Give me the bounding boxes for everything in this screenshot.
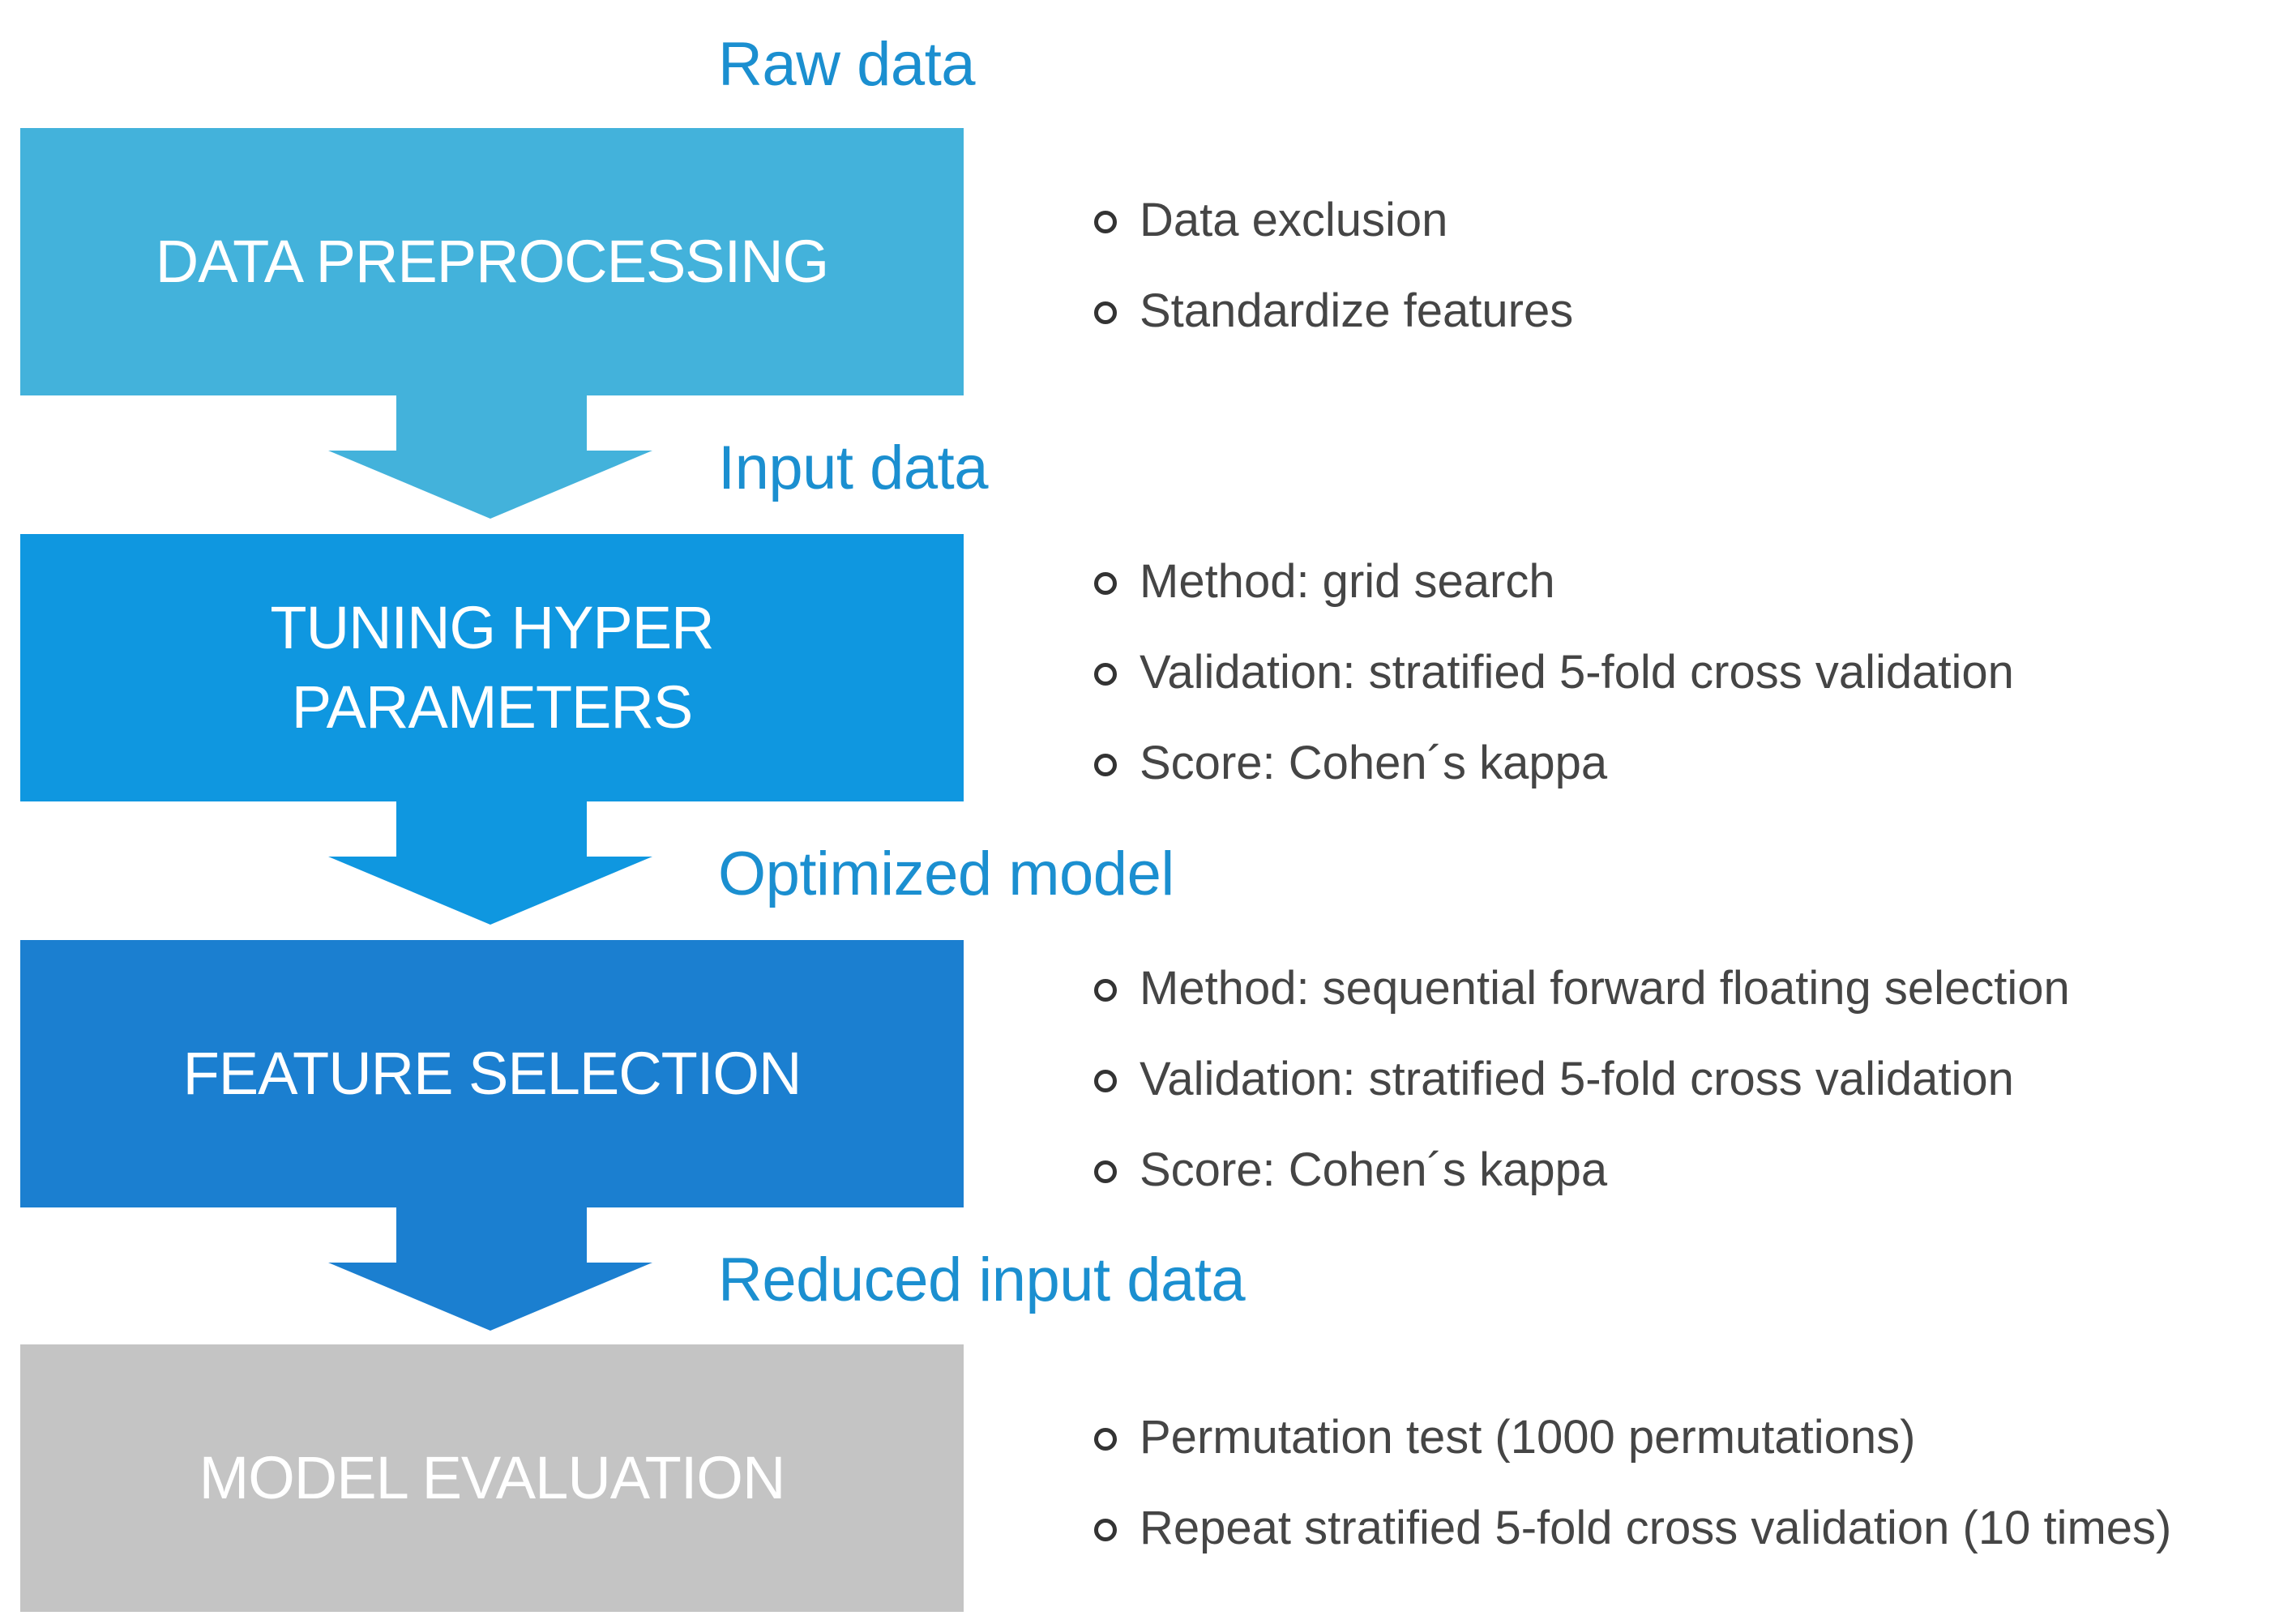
down-arrow-icon — [328, 1207, 652, 1331]
bullet-item: Data exclusion — [1094, 175, 1573, 266]
bullet-item: Method: grid search — [1094, 536, 2014, 627]
bullet-item: Method: sequential forward floating sele… — [1094, 943, 2070, 1034]
open-circle-icon — [1094, 754, 1117, 776]
bullet-text: Validation: stratified 5-fold cross vali… — [1140, 646, 2014, 699]
stage-title: FEATURE SELECTION — [182, 1040, 802, 1107]
stage-data-preprocessing: DATA PREPROCESSING — [20, 128, 964, 395]
bullet-list-tuning: Method: grid search Validation: stratifi… — [1094, 536, 2014, 809]
stage-title: DATA PREPROCESSING — [155, 228, 829, 295]
stage-model-evaluation: MODEL EVALUATION — [20, 1344, 964, 1612]
bullet-item: Score: Cohen´s kappa — [1094, 1125, 2070, 1216]
stage-feature-selection: FEATURE SELECTION — [20, 940, 964, 1207]
bullet-text: Method: grid search — [1140, 555, 1555, 608]
flow-label-reduced-input-data: Reduced input data — [718, 1246, 1246, 1314]
open-circle-icon — [1094, 1428, 1117, 1451]
bullet-item: Validation: stratified 5-fold cross vali… — [1094, 1034, 2070, 1125]
bullet-text: Method: sequential forward floating sele… — [1140, 962, 2070, 1015]
flow-label-optimized-model: Optimized model — [718, 840, 1174, 908]
open-circle-icon — [1094, 1519, 1117, 1541]
bullet-text: Score: Cohen´s kappa — [1140, 1143, 1608, 1196]
bullet-text: Score: Cohen´s kappa — [1140, 737, 1608, 789]
bullet-item: Score: Cohen´s kappa — [1094, 718, 2014, 809]
bullet-list-preprocessing: Data exclusion Standardize features — [1094, 175, 1573, 357]
bullet-item: Permutation test (1000 permutations) — [1094, 1392, 2171, 1483]
open-circle-icon — [1094, 301, 1117, 324]
flow-label-input-data: Input data — [718, 434, 989, 502]
open-circle-icon — [1094, 979, 1117, 1002]
bullet-item: Validation: stratified 5-fold cross vali… — [1094, 627, 2014, 718]
bullet-list-evaluation: Permutation test (1000 permutations) Rep… — [1094, 1392, 2171, 1574]
stage-title: TUNING HYPER PARAMETERS — [270, 594, 714, 741]
flow-label-raw-data: Raw data — [718, 30, 976, 99]
open-circle-icon — [1094, 1160, 1117, 1183]
bullet-list-selection: Method: sequential forward floating sele… — [1094, 943, 2070, 1216]
bullet-item: Standardize features — [1094, 266, 1573, 357]
bullet-item: Repeat stratified 5-fold cross validatio… — [1094, 1483, 2171, 1574]
open-circle-icon — [1094, 1070, 1117, 1092]
open-circle-icon — [1094, 572, 1117, 595]
open-circle-icon — [1094, 211, 1117, 233]
bullet-text: Validation: stratified 5-fold cross vali… — [1140, 1053, 2014, 1105]
stage-title: MODEL EVALUATION — [199, 1444, 786, 1511]
bullet-text: Data exclusion — [1140, 194, 1448, 246]
bullet-text: Repeat stratified 5-fold cross validatio… — [1140, 1502, 2172, 1554]
bullet-text: Permutation test (1000 permutations) — [1140, 1411, 1916, 1464]
bullet-text: Standardize features — [1140, 284, 1574, 337]
down-arrow-icon — [328, 801, 652, 925]
down-arrow-icon — [328, 395, 652, 519]
stage-tuning-hyper-parameters: TUNING HYPER PARAMETERS — [20, 534, 964, 801]
open-circle-icon — [1094, 663, 1117, 686]
